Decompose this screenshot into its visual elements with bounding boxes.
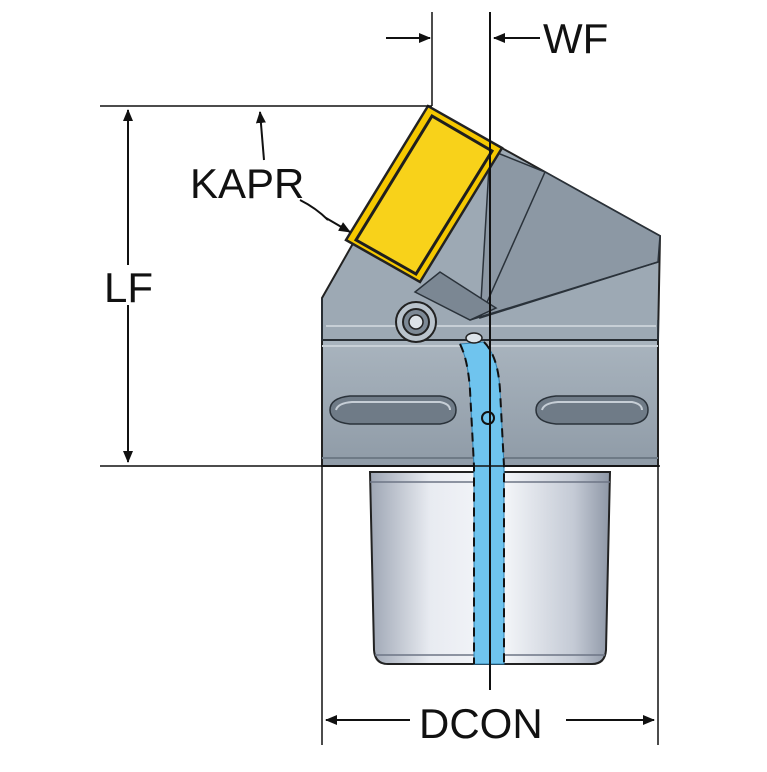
- extension-lines: [100, 12, 660, 745]
- right-slot: [535, 395, 649, 425]
- dcon-label: DCON: [419, 700, 543, 747]
- lf-label: LF: [104, 264, 153, 311]
- wf-label: WF: [543, 15, 608, 62]
- clamp-screw: [395, 301, 437, 343]
- left-slot: [329, 395, 457, 425]
- dcon-dimension: DCON: [325, 700, 655, 747]
- kapr-label: KAPR: [190, 160, 304, 207]
- lf-dimension: LF: [104, 109, 153, 463]
- wf-dimension: WF: [386, 15, 608, 62]
- cutting-insert: [344, 104, 504, 284]
- kapr-annotation: KAPR: [190, 111, 351, 233]
- coolant-channel: [459, 332, 505, 665]
